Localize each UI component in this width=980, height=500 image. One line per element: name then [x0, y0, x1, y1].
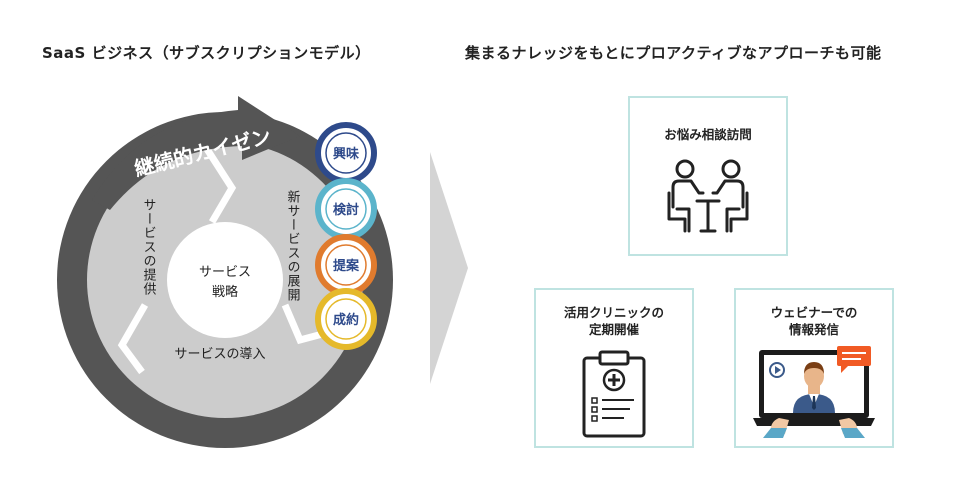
- segment-new-service-label: 新サービスの展開: [285, 189, 301, 302]
- consultation-icon: [667, 159, 749, 233]
- card-clinic-sessions: 活用クリニックの 定期開催: [534, 288, 694, 448]
- flow-chevron: [430, 152, 468, 384]
- center-label-line1: サービス: [199, 265, 251, 280]
- webinar-laptop-icon: [753, 346, 875, 438]
- center-circle: [167, 222, 283, 338]
- card-webinar: ウェビナーでの 情報発信: [734, 288, 894, 448]
- stage-contract: 成約: [315, 288, 377, 350]
- card-title: 活用クリニックの 定期開催: [563, 305, 664, 337]
- stage-label: 成約: [333, 312, 359, 328]
- center-label-line2: 戦略: [212, 284, 238, 300]
- right-heading: 集まるナレッジをもとにプロアクティブなアプローチも可能: [465, 44, 882, 62]
- stage-label: 興味: [333, 146, 359, 162]
- improvement-arrow: [92, 96, 300, 210]
- clipboard-icon: [582, 350, 646, 438]
- stage-label: 検討: [333, 202, 359, 218]
- stage-interest: 興味: [315, 122, 377, 184]
- card-title: ウェビナーでの 情報発信: [770, 305, 858, 337]
- card-title: お悩み相談訪問: [664, 127, 752, 142]
- segment-intro-label: サービスの導入: [174, 347, 265, 362]
- segment-provide-label: サービスの提供: [141, 198, 157, 296]
- stage-label: 提案: [333, 258, 360, 274]
- segment-divider: [202, 144, 237, 224]
- segment-divider: [117, 303, 149, 375]
- stage-consider: 検討: [315, 178, 377, 240]
- stage-propose: 提案: [315, 234, 377, 296]
- card-consultation-visit: お悩み相談訪問: [628, 96, 788, 256]
- left-heading: SaaS ビジネス（サブスクリプションモデル）: [42, 44, 371, 62]
